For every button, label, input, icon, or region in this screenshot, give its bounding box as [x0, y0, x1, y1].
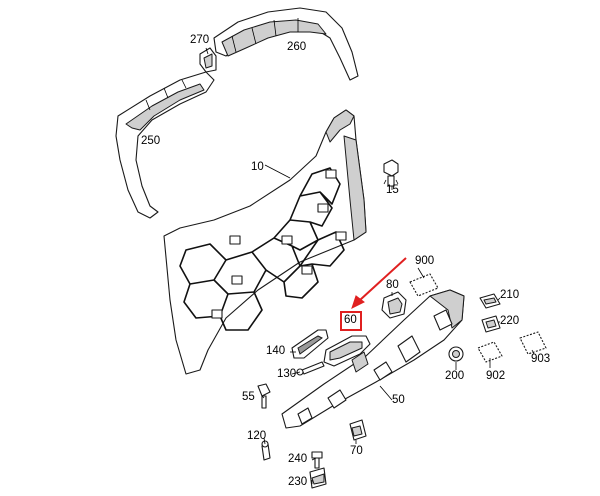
callout-200: 200	[445, 370, 465, 382]
part-220-sensor	[481, 315, 501, 333]
callout-120: 120	[247, 430, 267, 442]
highlight-box-60	[340, 311, 362, 331]
callout-903: 903	[531, 353, 551, 365]
callout-80: 80	[386, 279, 399, 291]
part-55-clip	[257, 383, 271, 409]
part-140-grip	[291, 329, 329, 359]
panel-clip-holes	[211, 169, 347, 319]
part-260-trim	[213, 7, 359, 81]
callout-50: 50	[392, 394, 405, 406]
callout-260: 260	[287, 41, 307, 53]
part-10-panel	[163, 109, 367, 375]
callout-902: 902	[486, 370, 506, 382]
part-70-clip	[349, 419, 367, 441]
callout-15: 15	[386, 184, 399, 196]
callout-230: 230	[288, 476, 308, 488]
callout-220: 220	[500, 315, 520, 327]
callout-55: 55	[242, 391, 255, 403]
highlight-arrow	[351, 257, 407, 309]
part-50-lower-trim	[281, 289, 465, 429]
callout-60: 60	[344, 314, 357, 326]
part-240-bolt	[311, 451, 323, 469]
callout-130: 130	[277, 368, 297, 380]
callout-140: 140	[266, 345, 286, 357]
part-120-screw	[261, 440, 271, 461]
part-200-camera	[448, 346, 464, 362]
part-230-nut	[309, 467, 327, 489]
callout-10: 10	[251, 161, 264, 173]
part-60-handle	[323, 335, 371, 367]
part-270-clip	[199, 47, 217, 73]
callout-250: 250	[141, 135, 161, 147]
part-80-switch	[381, 291, 407, 319]
part-130-screw	[296, 361, 325, 376]
callout-900: 900	[415, 255, 435, 267]
callout-240: 240	[288, 453, 308, 465]
callout-210: 210	[500, 289, 520, 301]
part-210-sensor	[479, 293, 501, 309]
callout-70: 70	[350, 445, 363, 457]
part-903-decal	[519, 331, 547, 355]
leader-lines	[205, 47, 535, 484]
part-902-decal	[477, 341, 503, 363]
part-250-trim	[115, 71, 215, 219]
part-15-clip	[383, 159, 399, 187]
callout-270: 270	[190, 34, 210, 46]
